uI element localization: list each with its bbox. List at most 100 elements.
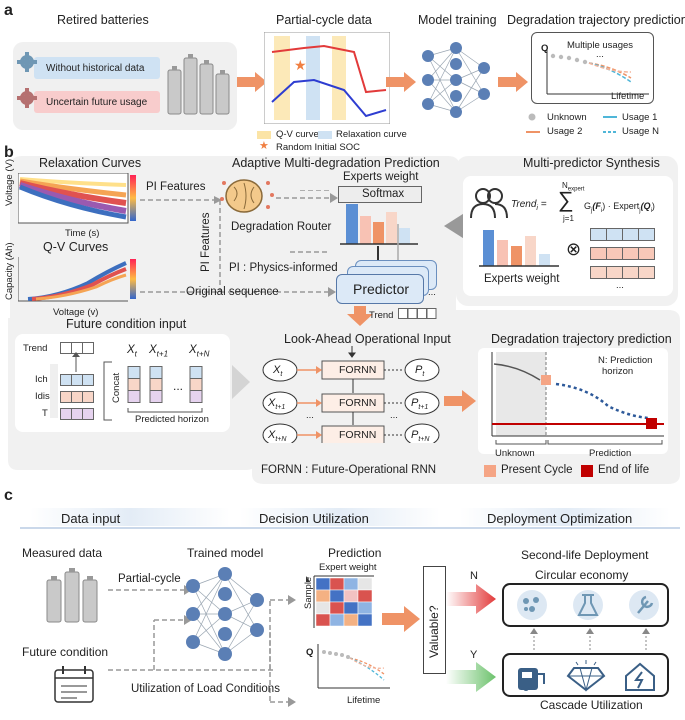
fc-idis: Idis (35, 391, 50, 402)
fornn-2: FORNN (339, 397, 377, 409)
pred-curves (546, 50, 649, 95)
fc-t: T (42, 408, 48, 419)
c-data-input: Data input (61, 511, 121, 526)
c-decision: Decision Utilization (259, 511, 369, 526)
c-flow-lines (108, 585, 296, 707)
experts-weight-label: Experts weight (343, 171, 419, 183)
c-arrow-y (446, 662, 496, 692)
fc-xtn: Xt+N (189, 344, 210, 359)
future-title: Future condition input (66, 317, 187, 331)
relax-plot (18, 173, 136, 224)
fc-bracket (103, 361, 112, 421)
c-measured: Measured data (22, 546, 103, 560)
formula-top: Nexpert (562, 181, 585, 193)
router-arrow (276, 193, 338, 203)
legend-soc: Random Initial SOC (276, 142, 360, 153)
forn-x1: Xt (273, 364, 283, 379)
leg-usage2: Usage 2 (547, 126, 583, 137)
svg-text:★: ★ (294, 57, 307, 73)
lookahead-title: Look-Ahead Operational Input (284, 332, 451, 346)
qv-y-label: Capacity (Ah) (4, 242, 15, 300)
qv-plot (18, 257, 136, 302)
fornn-network (262, 346, 440, 443)
c-heatmap (306, 575, 374, 628)
synth-title: Multi-predictor Synthesis (523, 156, 660, 170)
traj-plot (491, 352, 664, 445)
forn-p3: Pt+N (411, 429, 430, 444)
uncertain-usage-label: Uncertain future usage (46, 97, 148, 108)
model-training-title: Model training (418, 13, 497, 27)
c-q: Q (306, 647, 314, 658)
legend-qv: Q-V curve (276, 129, 319, 140)
pi-features-v: PI Features (200, 212, 212, 272)
without-history-box (34, 57, 160, 79)
pred-multi-label: Multiple usages (567, 40, 634, 51)
panel-a-letter: a (4, 2, 13, 19)
qv-title: Q-V Curves (43, 240, 109, 254)
router-label: Degradation Router (231, 221, 332, 233)
c-lifetime: Lifetime (347, 695, 381, 706)
fc-horizon: Predicted horizon (135, 414, 209, 425)
battery-icon (46, 568, 98, 623)
traj-arrow (444, 390, 476, 412)
forn-dots-2: ... (390, 410, 398, 421)
forn-dots-1: ... (306, 410, 314, 421)
fc-xt: Xt (127, 344, 137, 359)
partial-cycle-plot: ★ (264, 32, 390, 124)
leg-unknown: Unknown (547, 112, 587, 123)
synth-bars (479, 230, 559, 267)
arrow-a3 (498, 72, 528, 92)
retired-batteries-title: Retired batteries (57, 13, 149, 27)
c-trained: Trained model (187, 546, 264, 560)
traj-n-2: horizon (602, 366, 634, 377)
recycle-icon (517, 590, 547, 620)
brain-icon (220, 179, 274, 213)
house-energy-icon (625, 662, 655, 691)
pi-feature-paths (140, 190, 336, 297)
gear-icons (17, 52, 37, 108)
trend-arrow (347, 306, 373, 326)
wrench-icon (629, 590, 659, 620)
circular-icons (517, 590, 659, 620)
leg-present: Present Cycle (501, 464, 573, 476)
c-valuable: Valuable? (427, 605, 441, 659)
pred-legend-marks (526, 113, 617, 133)
fc-columns (127, 366, 203, 413)
c-up-arrows (530, 628, 650, 650)
partial-cycle-title: Partial-cycle data (276, 13, 372, 27)
synth-vectors (590, 228, 655, 279)
ev-charger-icon (518, 668, 545, 691)
pi-def: PI : Physics-informed (229, 262, 338, 274)
pred-lifetime-label: Lifetime (611, 91, 645, 102)
fc-xt1: Xt+1 (149, 344, 169, 359)
traj-n-1: N: Prediction (598, 355, 653, 366)
trend-label: Trend (369, 310, 394, 321)
relax-title: Relaxation Curves (39, 156, 142, 170)
fornn-def: FORNN : Future-Operational RNN (261, 464, 437, 476)
valuable-box (423, 566, 446, 674)
softmax-box (338, 186, 422, 203)
otimes-icon: ⊗ (566, 239, 582, 259)
formula-lhs: Trendi = (511, 199, 547, 213)
gear-icon (17, 88, 37, 108)
legend-relax: Relaxation curve (336, 129, 407, 140)
c-future-cond: Future condition (22, 645, 109, 659)
original-seq: Original sequence (186, 286, 279, 298)
trend-cells (398, 308, 437, 319)
degradation-pred-title: Degradation trajectory prediction (507, 13, 685, 27)
formula-bottom: j=1 (563, 214, 574, 223)
battery-icons (167, 54, 230, 115)
uncertain-usage-box (34, 91, 160, 113)
softmax-label: Softmax (362, 188, 405, 200)
pi-features-h: PI Features (146, 181, 206, 193)
c-cascade: Cascade Utilization (540, 698, 643, 712)
flask-icon (573, 590, 603, 620)
future-arrow (232, 365, 250, 399)
traj-prediction: Prediction (589, 448, 632, 459)
adaptive-title: Adaptive Multi-degradation Prediction (232, 156, 440, 170)
without-history-label: Without historical data (46, 63, 145, 74)
predictor-label: Predictor (353, 281, 410, 297)
cascade-icons (518, 660, 655, 692)
forn-x2: Xt+1 (268, 397, 286, 412)
c-arrow-n (446, 584, 496, 614)
